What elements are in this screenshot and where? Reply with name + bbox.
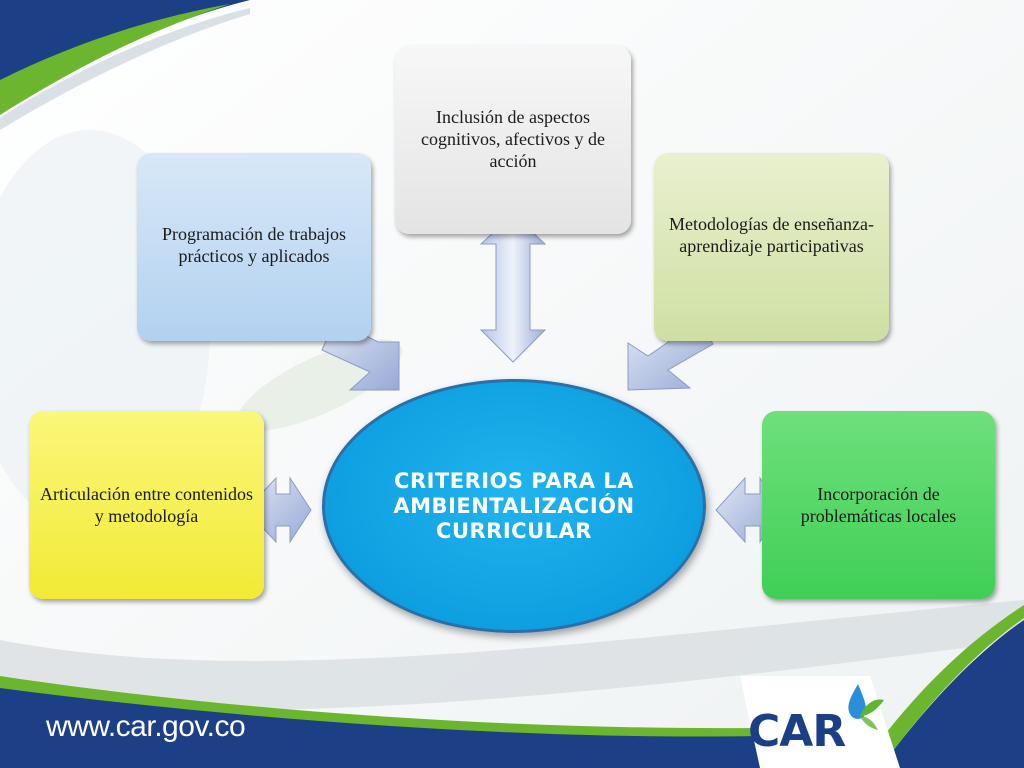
box-upleft-text: Programación de trabajos prácticos y apl… [162, 224, 346, 266]
water-drop-leaf-icon [848, 684, 884, 730]
box-left-text: Articulación entre contenidos y metodolo… [40, 484, 253, 526]
car-logo: CAR [748, 682, 888, 762]
box-upright-text: Metodologías de enseñanza-aprendizaje pa… [669, 214, 874, 256]
top-left-green-band [0, 4, 230, 115]
box-local-problems: Incorporación de problemáticas locales [762, 411, 995, 599]
bottom-green-band [0, 676, 760, 737]
box-top-text: Inclusión de aspectos cognitivos, afecti… [421, 107, 605, 171]
center-ellipse: CRITERIOS PARA LA AMBIENTALIZACIÓN CURRI… [322, 379, 706, 633]
box-practical-work: Programación de trabajos prácticos y apl… [137, 153, 371, 341]
arrow-top-to-center [479, 213, 547, 363]
bottom-gray-swoosh [0, 600, 1024, 711]
box-participative-methods: Metodologías de enseñanza-aprendizaje pa… [654, 153, 889, 341]
center-title: CRITERIOS PARA LA AMBIENTALIZACIÓN CURRI… [393, 468, 635, 543]
box-content-articulation: Articulación entre contenidos y metodolo… [29, 411, 264, 599]
box-cognitive-affective: Inclusión de aspectos cognitivos, afecti… [395, 46, 631, 234]
logo-text: CAR [748, 706, 846, 757]
bottom-right-band [880, 620, 1024, 768]
top-left-blue-band [0, 0, 250, 110]
box-right-text: Incorporación de problemáticas locales [800, 484, 957, 526]
footer-url: www.car.gov.co [46, 710, 246, 743]
